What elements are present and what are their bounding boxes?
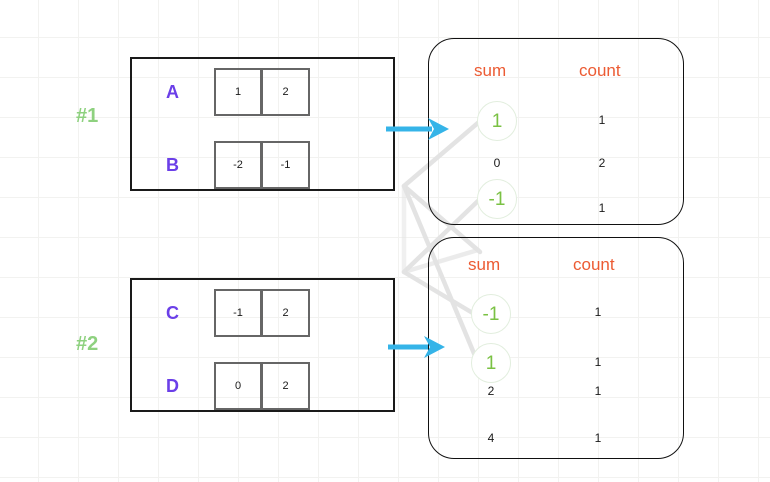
result-2-sum-2: 2 bbox=[487, 384, 495, 398]
row-label-c: C bbox=[166, 303, 179, 323]
cell-c-1: 2 bbox=[262, 289, 310, 337]
result-1-sum-1: 0 bbox=[493, 156, 501, 170]
result-1-count-1: 2 bbox=[598, 156, 606, 170]
result-1-sum-header: sum bbox=[474, 61, 507, 80]
result-panel-2 bbox=[428, 237, 684, 459]
result-2-count-0: 1 bbox=[594, 305, 602, 319]
result-2-sum-0: -1 bbox=[471, 294, 511, 334]
result-2-sum-3: 4 bbox=[487, 431, 495, 445]
result-2-count-2: 1 bbox=[594, 384, 602, 398]
row-label-d: D bbox=[166, 376, 179, 396]
cell-a-1: 2 bbox=[262, 68, 310, 116]
result-2-count-3: 1 bbox=[594, 431, 602, 445]
section-tag-2: #2 bbox=[76, 333, 99, 355]
cell-c-0: -1 bbox=[214, 289, 262, 337]
result-panel-1 bbox=[428, 38, 684, 225]
cell-a-0: 1 bbox=[214, 68, 262, 116]
result-1-sum-2: -1 bbox=[477, 179, 517, 219]
row-label-b: B bbox=[166, 155, 179, 175]
cell-d-1: 2 bbox=[262, 362, 310, 410]
cell-b-0: -2 bbox=[214, 141, 262, 189]
cell-d-0: 0 bbox=[214, 362, 262, 410]
cell-b-1: -1 bbox=[262, 141, 310, 189]
cell-pair-c: -1 2 bbox=[214, 289, 310, 337]
result-2-count-1: 1 bbox=[594, 355, 602, 369]
result-1-count-header: count bbox=[579, 61, 621, 80]
result-1-count-0: 1 bbox=[598, 113, 606, 127]
partition-box-1 bbox=[130, 57, 395, 191]
row-label-a: A bbox=[166, 82, 179, 102]
result-2-sum-1: 1 bbox=[471, 343, 511, 383]
cell-pair-d: 0 2 bbox=[214, 362, 310, 410]
result-1-sum-0: 1 bbox=[477, 101, 517, 141]
cell-pair-a: 1 2 bbox=[214, 68, 310, 116]
section-tag-1: #1 bbox=[76, 105, 99, 127]
cell-pair-b: -2 -1 bbox=[214, 141, 310, 189]
result-2-sum-header: sum bbox=[468, 255, 501, 274]
result-2-count-header: count bbox=[573, 255, 615, 274]
result-1-count-2: 1 bbox=[598, 201, 606, 215]
